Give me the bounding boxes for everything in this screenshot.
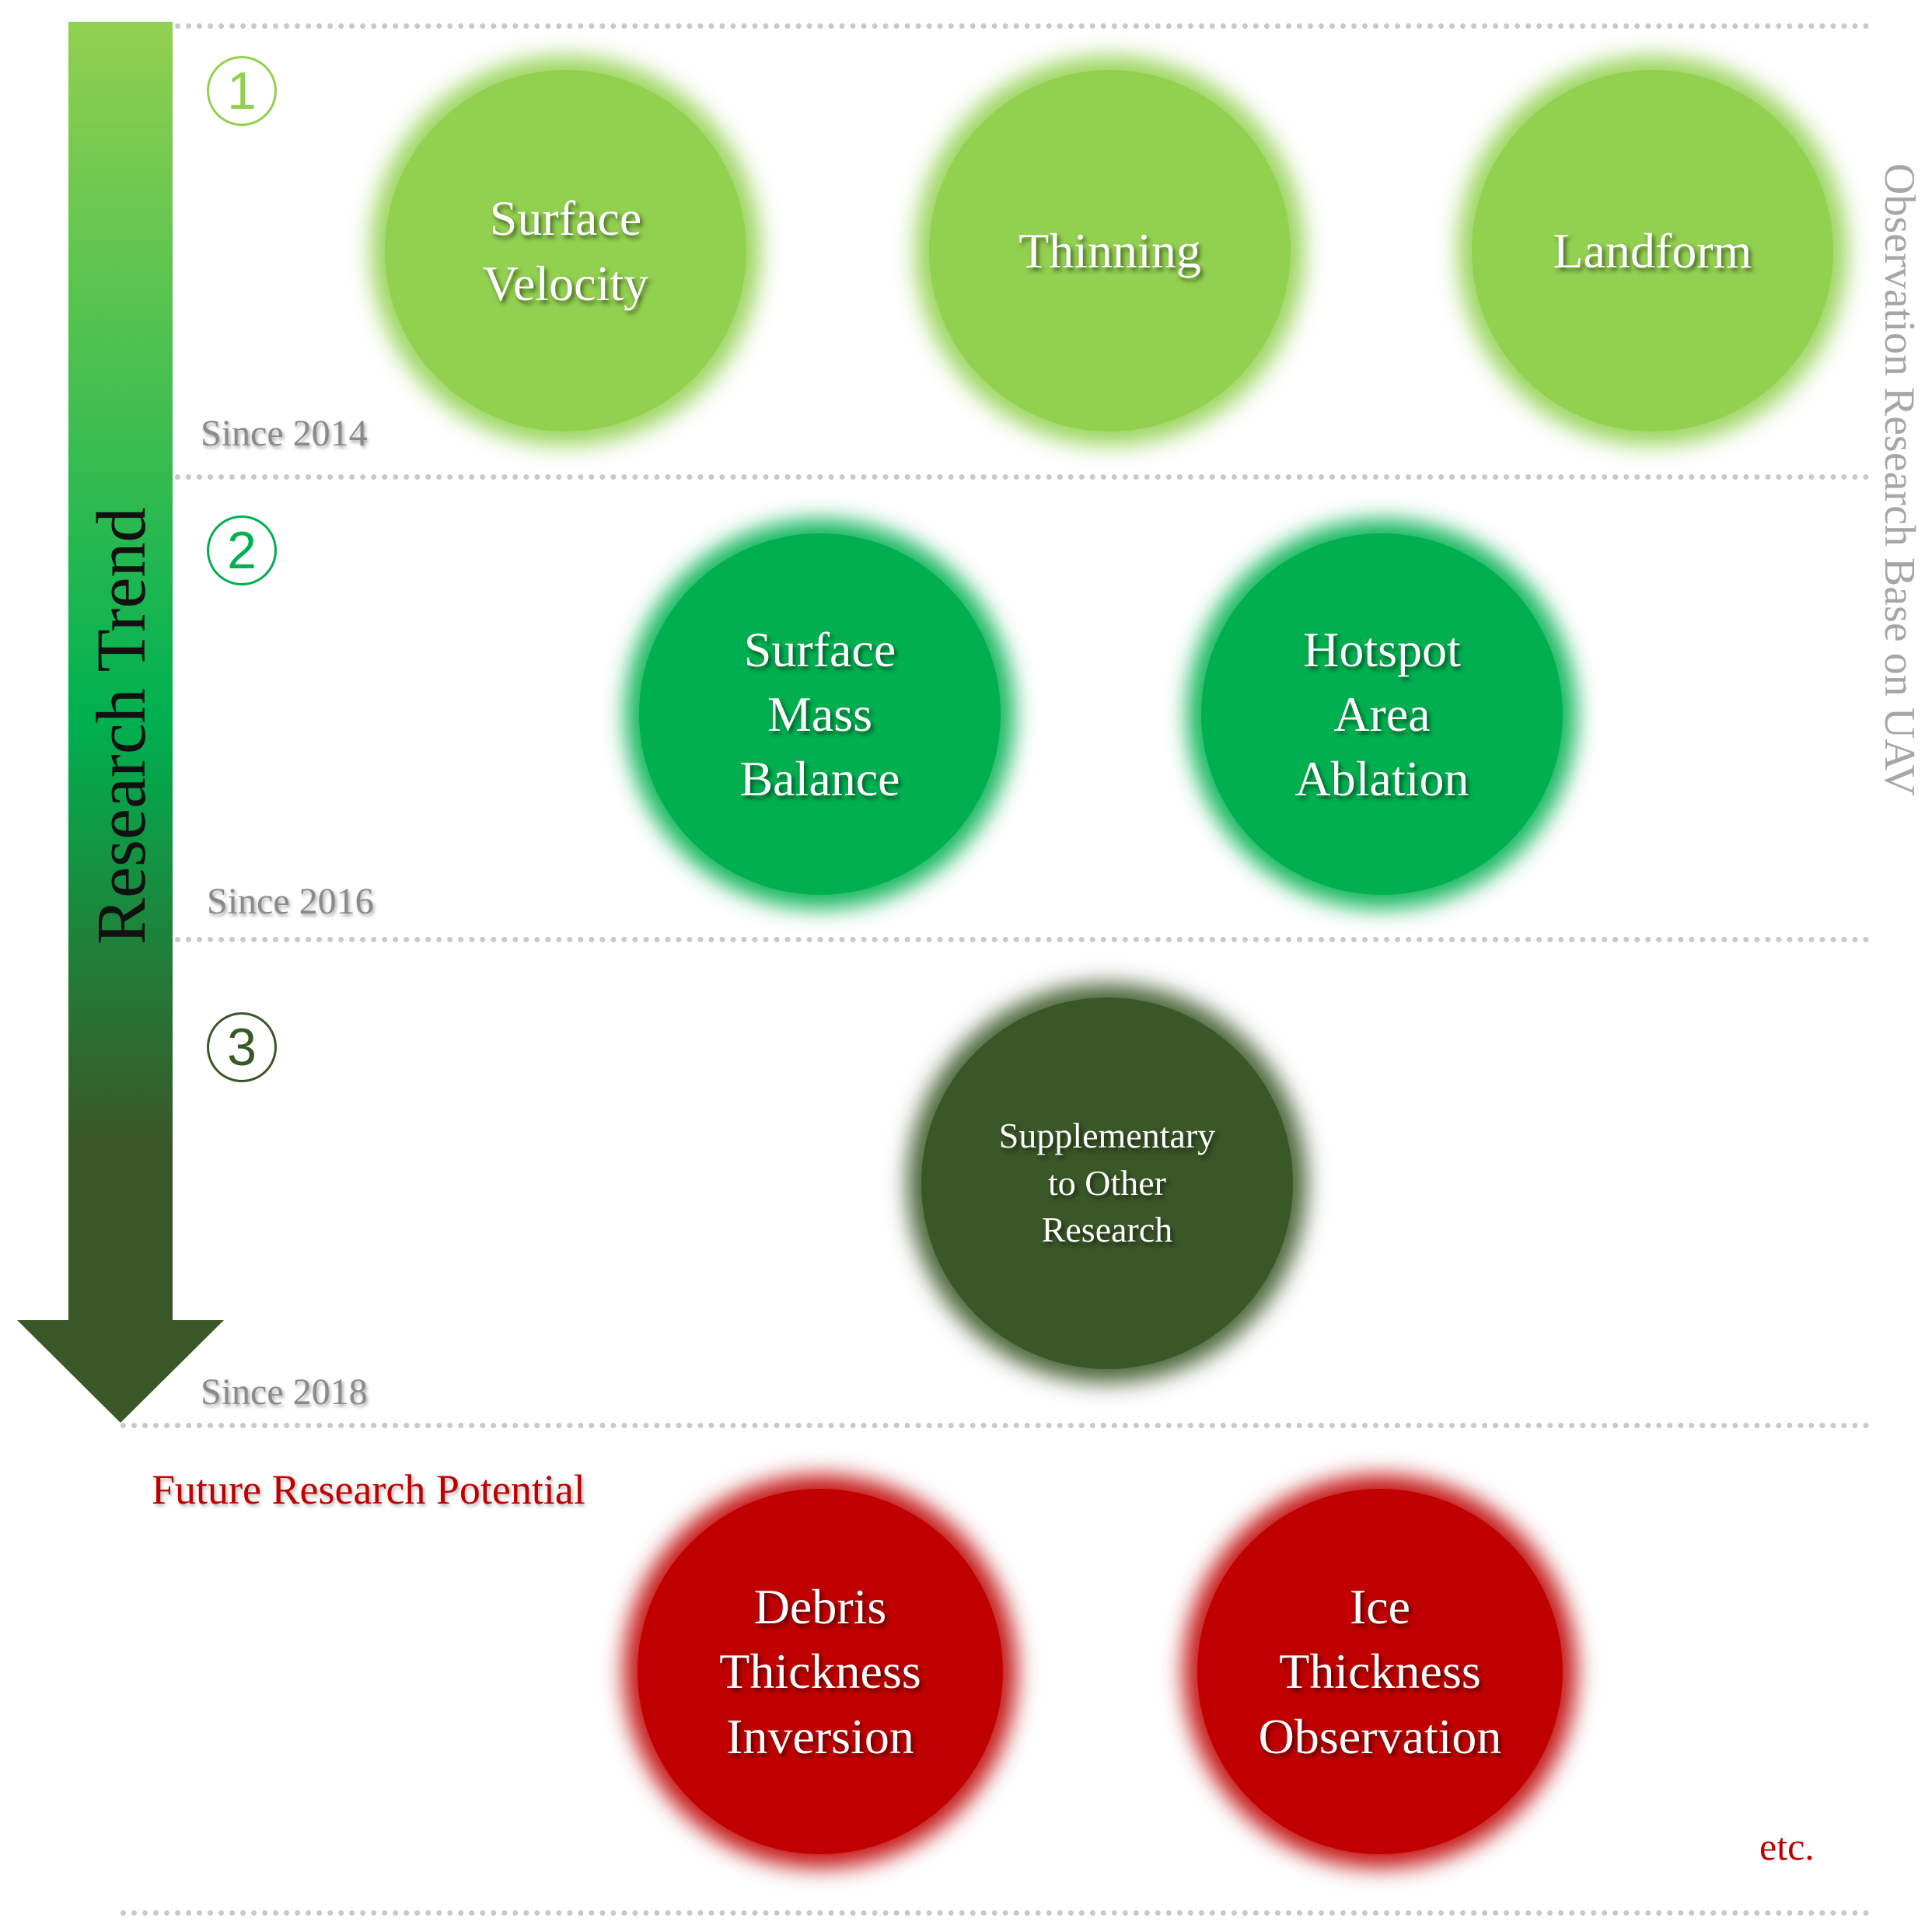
circle-landform: Landform <box>1472 70 1833 431</box>
divider-bottom <box>121 1910 1870 1916</box>
research-trend-arrow <box>17 22 224 1423</box>
circle-hotspot-area-ablation-label: Hotspot Area Ablation <box>1294 621 1469 807</box>
circle-landform-label: Landform <box>1553 222 1752 278</box>
etc-label: etc. <box>1759 1825 1815 1868</box>
stage-3-number: 3 <box>207 1012 277 1082</box>
divider-stage2-stage3 <box>175 937 1870 942</box>
circle-supplementary-research-label: Supplementary to Other Research <box>998 1115 1216 1250</box>
stage-2-number: 2 <box>207 515 277 585</box>
divider-top <box>175 23 1870 29</box>
stage-1-number: 1 <box>207 56 277 126</box>
circle-surface-velocity-label: Surface Velocity <box>482 190 649 311</box>
divider-stage1-stage2 <box>175 474 1870 480</box>
circle-debris-thickness-inversion-label: Debris Thickness Inversion <box>719 1579 921 1764</box>
divider-stage3-future <box>121 1423 1870 1428</box>
circle-ice-thickness-observation-label: Ice Thickness Observation <box>1258 1579 1502 1764</box>
circle-surface-mass-balance-label: Surface Mass Balance <box>739 621 900 807</box>
observation-base-label: Observation Research Base on UAV <box>1875 163 1923 796</box>
research-trend-label: Research Trend <box>83 507 160 945</box>
circle-debris-thickness-inversion: Debris Thickness Inversion <box>638 1489 1003 1854</box>
circle-surface-velocity: Surface Velocity <box>385 70 746 431</box>
circle-thinning-label: Thinning <box>1018 222 1201 278</box>
stage-1-since: Since 2014 <box>201 413 368 454</box>
future-research-title: Future Research Potential <box>152 1466 585 1513</box>
stage-2-since: Since 2016 <box>207 881 374 922</box>
stage-3-since: Since 2018 <box>201 1371 368 1413</box>
circle-surface-mass-balance: Surface Mass Balance <box>639 533 1001 895</box>
circle-ice-thickness-observation: Ice Thickness Observation <box>1197 1489 1563 1854</box>
circle-hotspot-area-ablation: Hotspot Area Ablation <box>1201 533 1563 895</box>
circle-thinning: Thinning <box>929 70 1291 431</box>
circle-supplementary-research: Supplementary to Other Research <box>921 997 1293 1369</box>
